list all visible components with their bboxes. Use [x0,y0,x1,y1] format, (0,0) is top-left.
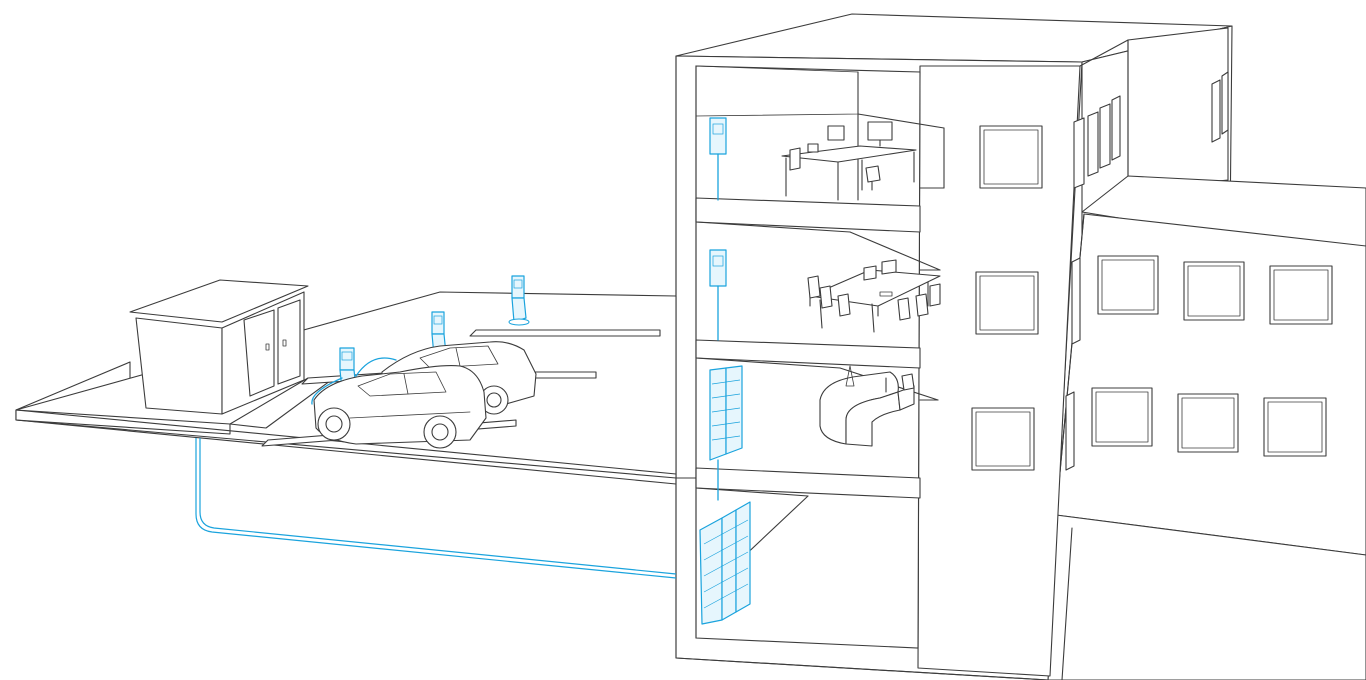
reception-desk [819,365,915,447]
wall-box-middle[interactable] [709,249,727,341]
windows [971,71,1333,471]
wall-box-upper[interactable] [709,117,727,201]
office-furniture [781,121,917,201]
window [975,271,1039,335]
kiosk-side [135,317,223,415]
transformer-kiosk [129,279,309,415]
underground-cable [195,438,677,579]
window [971,407,1035,471]
ev-charger[interactable] [508,275,530,326]
building [675,13,1366,680]
kiosk-door-left[interactable] [243,309,275,397]
window [979,125,1043,189]
meeting-table [807,259,941,333]
kiosk-door-right[interactable] [277,299,301,385]
electric-car [313,365,487,449]
battery-storage[interactable] [699,501,751,625]
parking-line [469,329,661,337]
charging-cable [311,377,343,405]
kiosk-roof [129,279,309,323]
battery-rack[interactable] [709,365,743,501]
